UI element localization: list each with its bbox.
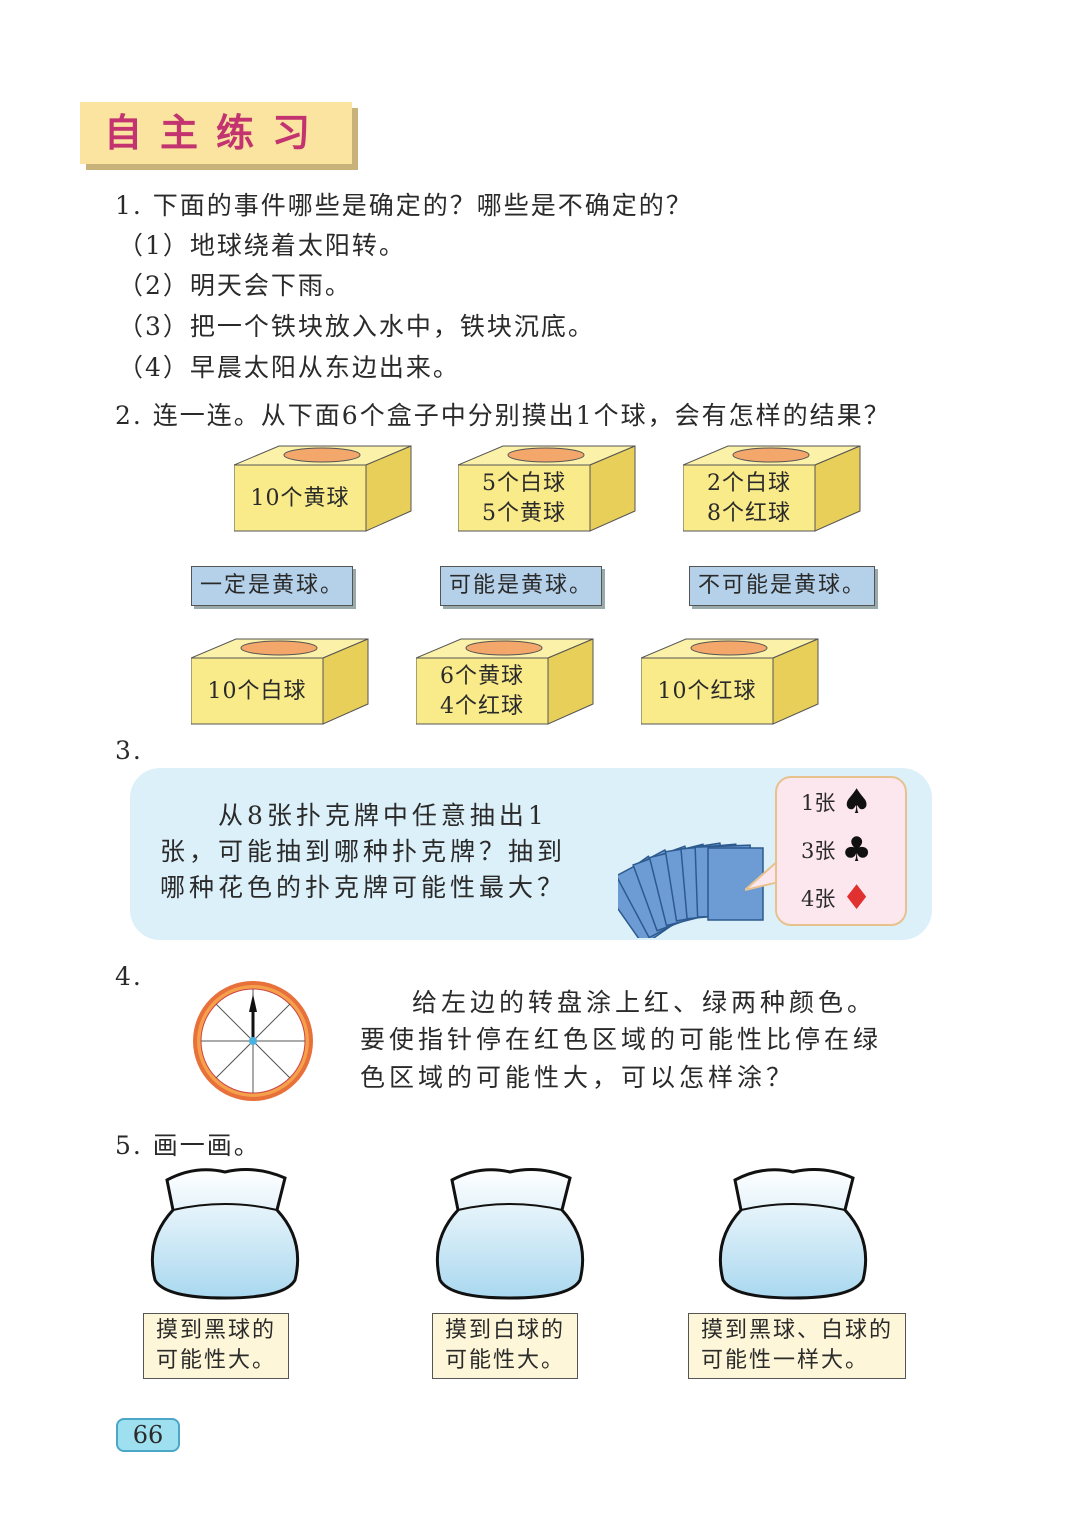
q1-item: （4）早晨太阳从东边出来。: [118, 353, 460, 382]
box-text: 10个黄球: [250, 486, 350, 511]
label-line: 摸到黑球的: [156, 1318, 277, 1343]
q3-text: 从8张扑克牌中任意抽出1: [218, 801, 548, 830]
bag-icon: [150, 1168, 300, 1300]
box-icon: [191, 638, 369, 725]
ball-box: 6个黄球 4个红球: [416, 638, 596, 733]
bag-icon: [435, 1168, 585, 1300]
q4-text: 给左边的转盘涂上红、绿两种颜色。: [412, 988, 877, 1017]
box-label: 10个红球: [641, 658, 773, 726]
q4-text: 色区域的可能性大，可以怎样涂？: [360, 1063, 796, 1092]
playing-cards-icon: [618, 842, 764, 938]
box-text: 5个白球: [482, 471, 566, 496]
page-number: 66: [116, 1418, 180, 1452]
box-label: 6个黄球 4个红球: [416, 658, 548, 726]
q3-number: 3.: [115, 736, 143, 765]
box-label: 10个白球: [191, 658, 323, 726]
label-line: 可能性大。: [445, 1348, 566, 1373]
ball-box: 10个黄球: [234, 445, 414, 540]
draw-label: 摸到黑球、白球的可能性一样大。: [688, 1313, 907, 1379]
q1-item: （1）地球绕着太阳转。: [118, 231, 406, 260]
box-label: 2个白球 8个红球: [683, 465, 815, 533]
label-line: 摸到白球的: [445, 1318, 566, 1343]
label-line: 摸到黑球、白球的: [701, 1318, 894, 1343]
label-line: 可能性一样大。: [701, 1348, 870, 1373]
ball-box: 5个白球 5个黄球: [458, 445, 638, 540]
diamond-icon: ♦: [841, 878, 872, 918]
q1-prompt: 1. 下面的事件哪些是确定的？哪些是不确定的？: [115, 191, 693, 220]
card-count-row: 4张♦: [777, 874, 905, 922]
spade-icon: ♠: [841, 782, 872, 822]
card-count-row: 3张♣: [777, 826, 905, 874]
spinner-icon: [193, 981, 313, 1101]
count: 1张: [801, 791, 836, 815]
draw-label: 摸到黑球的可能性大。: [143, 1313, 290, 1379]
q4-text: 要使指针停在红色区域的可能性比停在绿: [360, 1025, 883, 1054]
box-text: 2个白球: [707, 471, 791, 496]
section-header: 自主练习: [80, 102, 352, 164]
q3-text: 哪种花色的扑克牌可能性最大？: [160, 873, 567, 902]
ball-box: 2个白球 8个红球: [683, 445, 863, 540]
count: 3张: [801, 839, 836, 863]
draw-label: 摸到白球的可能性大。: [432, 1313, 579, 1379]
bag-icon: [718, 1168, 868, 1300]
q2-prompt: 2. 连一连。从下面6个盒子中分别摸出1个球，会有怎样的结果？: [115, 401, 891, 430]
box-icon: [458, 445, 636, 532]
box-text: 10个白球: [207, 679, 307, 704]
answer-label: 不可能是黄球。: [689, 566, 876, 606]
ball-box: 10个白球: [191, 638, 371, 733]
card-count-row: 1张♠: [777, 778, 905, 826]
section-title: 自主练习: [103, 111, 328, 155]
box-text: 5个黄球: [482, 501, 566, 526]
answer-label: 一定是黄球。: [191, 566, 354, 606]
box-icon: [416, 638, 594, 725]
box-icon: [641, 638, 819, 725]
club-icon: ♣: [841, 830, 872, 870]
q3-text: 张，可能抽到哪种扑克牌？抽到: [160, 837, 567, 866]
count: 4张: [801, 887, 836, 911]
q1-item: （3）把一个铁块放入水中，铁块沉底。: [118, 312, 595, 341]
box-text: 8个红球: [707, 501, 791, 526]
box-icon: [234, 445, 412, 532]
box-label: 10个黄球: [234, 465, 366, 533]
answer-label: 可能是黄球。: [440, 566, 603, 606]
box-text: 10个红球: [657, 679, 757, 704]
q5-prompt: 5. 画一画。: [115, 1131, 261, 1160]
q4-number: 4.: [115, 962, 143, 991]
q1-item: （2）明天会下雨。: [118, 271, 352, 300]
box-text: 4个红球: [440, 694, 524, 719]
box-icon: [683, 445, 861, 532]
label-line: 可能性大。: [156, 1348, 277, 1373]
box-label: 5个白球 5个黄球: [458, 465, 590, 533]
card-count-bubble: 1张♠ 3张♣ 4张♦: [775, 776, 907, 926]
ball-box: 10个红球: [641, 638, 821, 733]
box-text: 6个黄球: [440, 664, 524, 689]
